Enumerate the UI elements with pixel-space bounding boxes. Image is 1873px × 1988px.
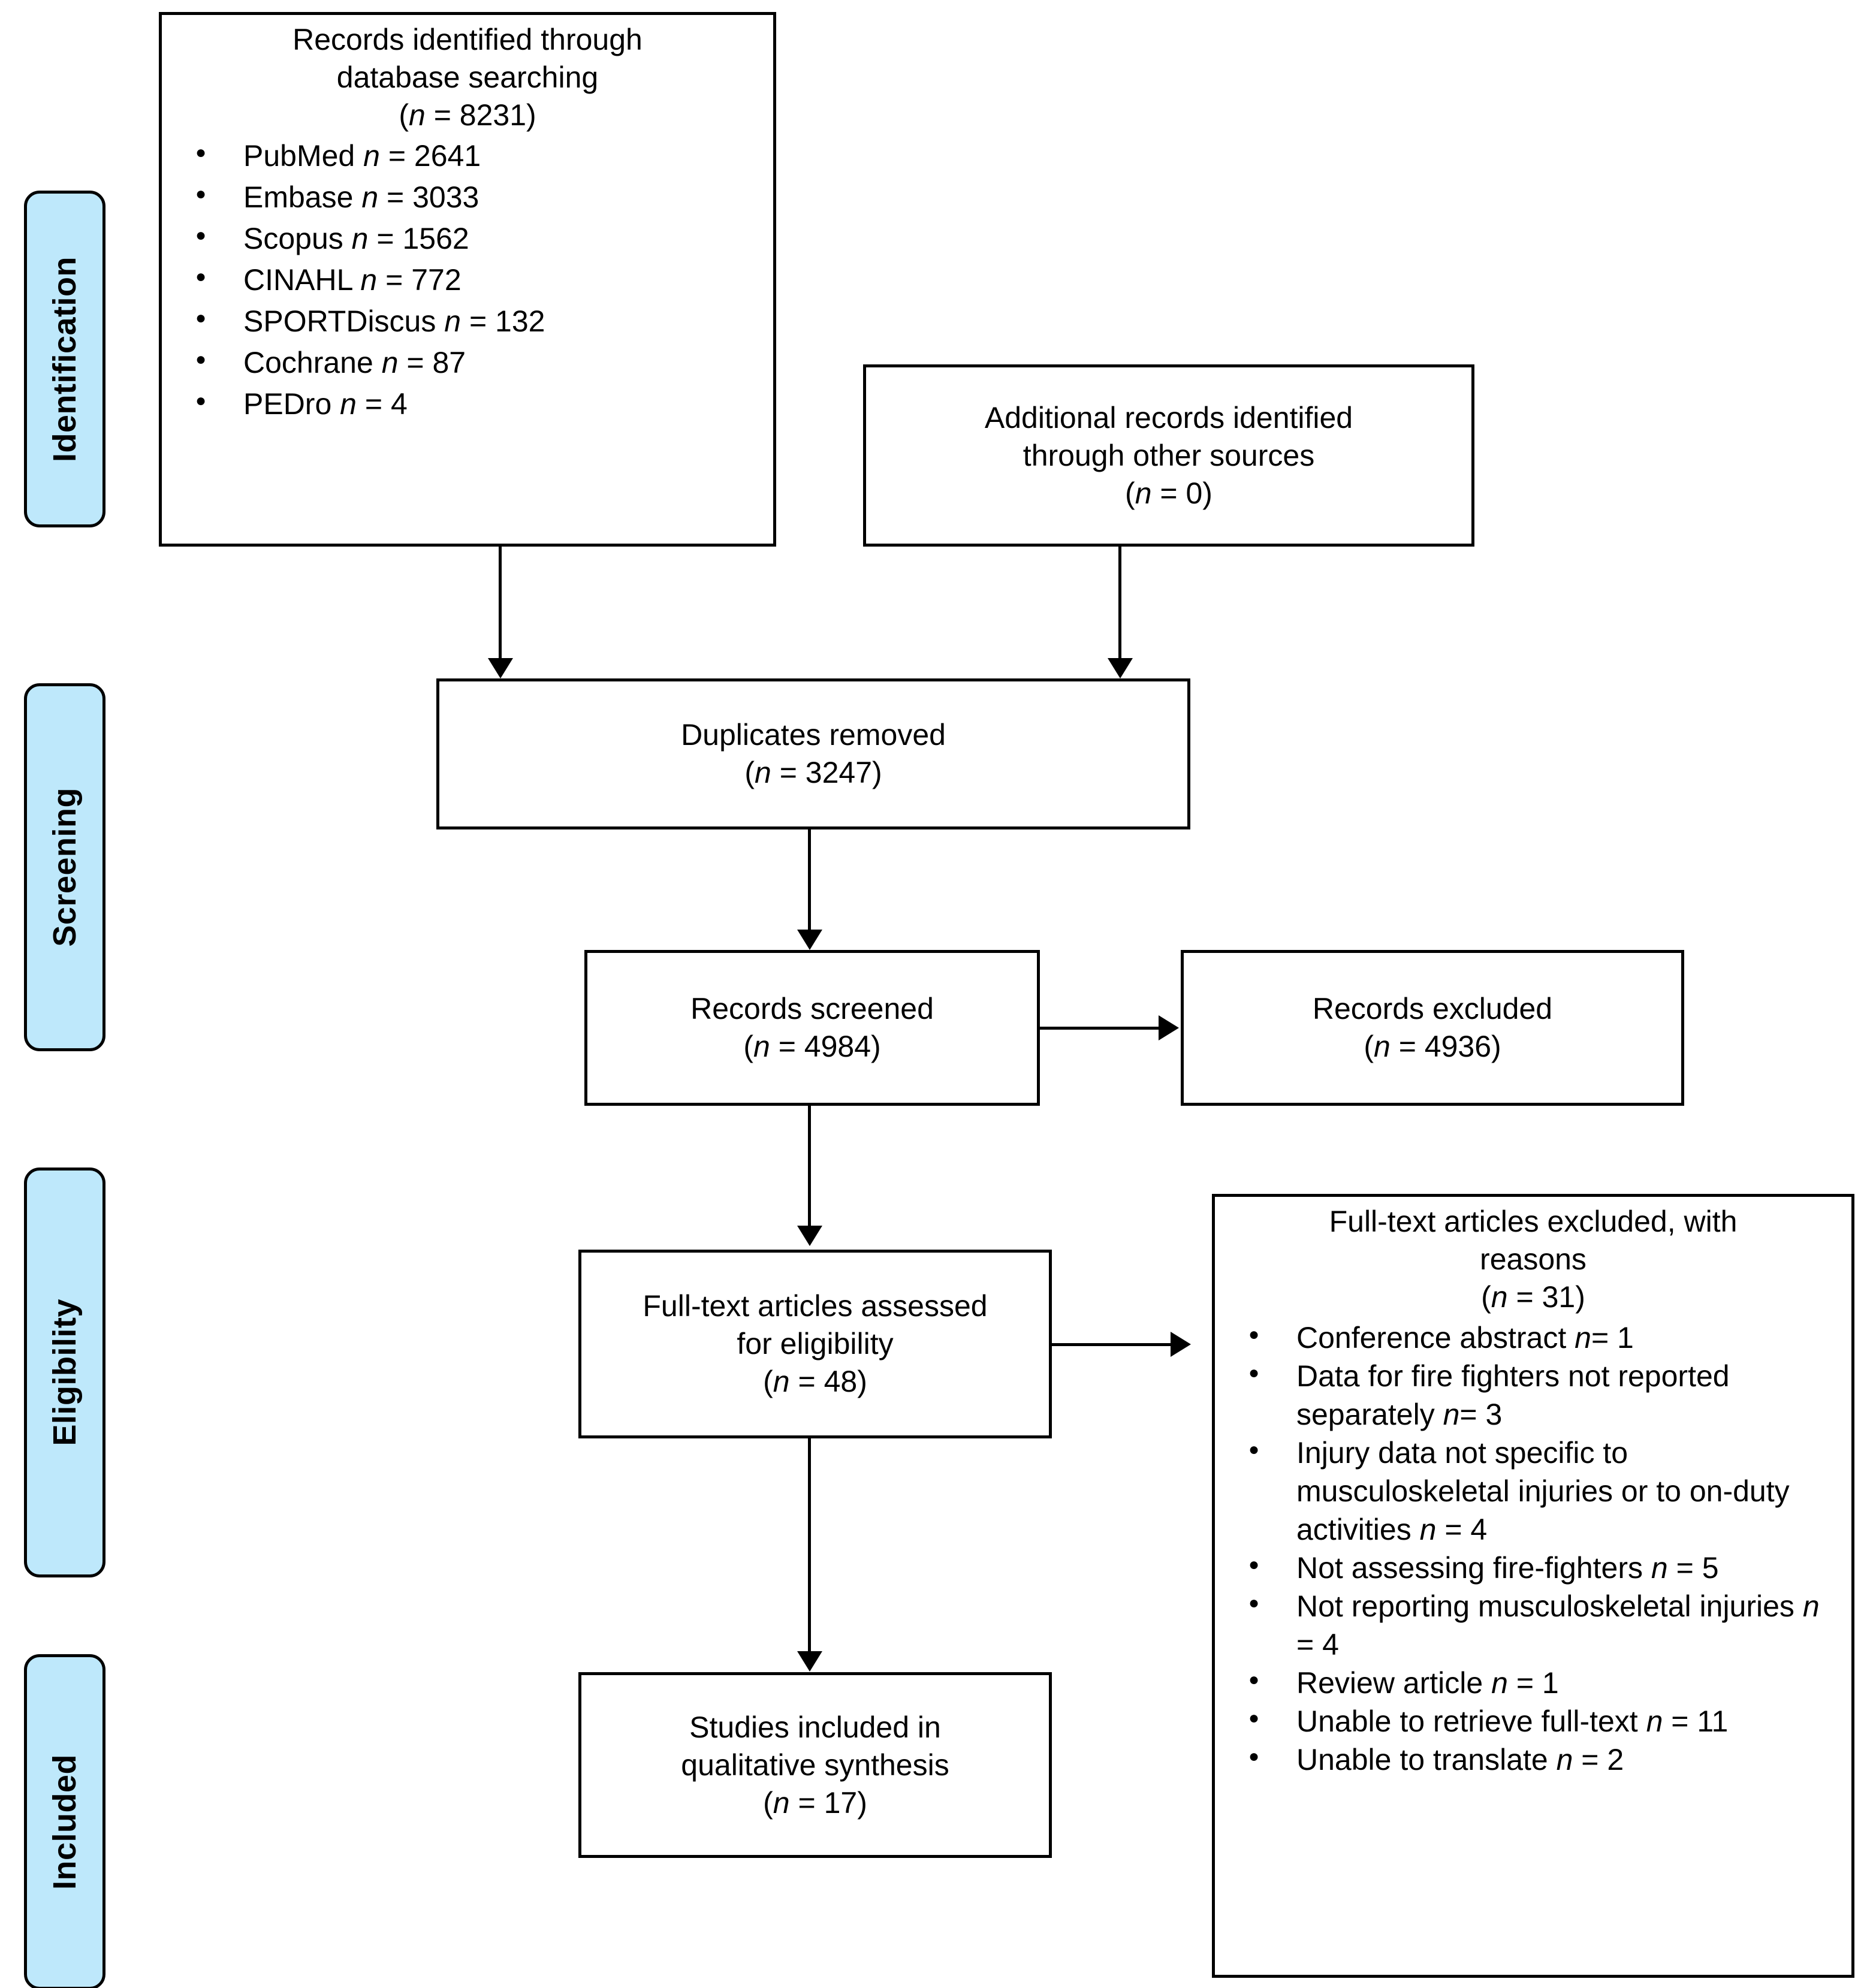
stage-tab-identification-label: Identification [47, 256, 83, 462]
arrowhead-fulltext-to-included [797, 1651, 822, 1672]
arrowhead-screened-to-fulltext [797, 1226, 822, 1246]
connector-screened-to-fulltext [808, 1106, 811, 1226]
stage-tab-identification: Identification [24, 191, 105, 527]
list-item: Cochrane n = 87 [173, 342, 762, 382]
stage-tab-screening: Screening [24, 683, 105, 1051]
stage-tab-included-label: Included [47, 1754, 83, 1890]
list-item: Not assessing fire-fighters n = 5 [1226, 1547, 1841, 1587]
box-records-excluded-title: Records excluded [1312, 992, 1553, 1025]
list-item: CINAHL n = 772 [173, 260, 762, 300]
box-records-excluded-count: (n = 4936) [1364, 1030, 1501, 1063]
stage-tab-eligibility: Eligibility [24, 1168, 105, 1577]
arrowhead-other-to-duplicates [1108, 658, 1133, 678]
box-records-identified-database-count: (n = 8231) [399, 98, 536, 132]
list-item: Embase n = 3033 [173, 177, 762, 217]
stage-tab-included: Included [24, 1654, 105, 1988]
connector-other-to-duplicates [1118, 547, 1121, 670]
connector-screened-to-excluded [1040, 1027, 1160, 1030]
list-item: Data for fire fighters not reported sepa… [1226, 1356, 1841, 1434]
database-source-list: PubMed n = 2641 Embase n = 3033 Scopus n… [173, 135, 762, 426]
arrowhead-duplicates-to-screened [797, 930, 822, 950]
arrowhead-fulltext-to-excluded [1171, 1332, 1191, 1357]
box-studies-included-count: (n = 17) [763, 1785, 867, 1820]
box-records-screened-title: Records screened [690, 992, 934, 1025]
stage-tab-eligibility-label: Eligibility [47, 1299, 83, 1446]
box-additional-records-count: (n = 0) [1125, 476, 1213, 510]
box-duplicates-removed-count: (n = 3247) [744, 756, 882, 789]
list-item: Review article n = 1 [1226, 1663, 1841, 1702]
box-fulltext-excluded-count: (n = 31) [1481, 1280, 1585, 1314]
connector-fulltext-to-excluded [1052, 1343, 1172, 1346]
box-fulltext-assessed-count: (n = 48) [763, 1365, 867, 1398]
box-duplicates-removed: Duplicates removed (n = 3247) [436, 678, 1190, 829]
list-item: PubMed n = 2641 [173, 135, 762, 176]
box-duplicates-removed-title: Duplicates removed [681, 718, 946, 752]
list-item: PEDro n = 4 [173, 384, 762, 424]
list-item: Unable to retrieve full-text n = 11 [1226, 1701, 1841, 1740]
list-item: Unable to translate n = 2 [1226, 1739, 1841, 1779]
list-item: Scopus n = 1562 [173, 218, 762, 258]
list-item: Injury data not specific to musculoskele… [1226, 1432, 1841, 1549]
box-records-excluded: Records excluded (n = 4936) [1181, 950, 1684, 1106]
list-item: Conference abstract n= 1 [1226, 1317, 1841, 1357]
list-item: SPORTDiscus n = 132 [173, 301, 762, 341]
arrowhead-db-to-duplicates [488, 658, 513, 678]
list-item: Not reporting musculoskeletal injuries n… [1226, 1586, 1841, 1664]
arrowhead-screened-to-excluded [1159, 1015, 1179, 1040]
connector-duplicates-to-screened [808, 829, 811, 930]
stage-tab-screening-label: Screening [47, 788, 83, 947]
box-records-screened: Records screened (n = 4984) [584, 950, 1040, 1106]
connector-db-to-duplicates [499, 547, 502, 670]
box-records-screened-count: (n = 4984) [743, 1030, 881, 1063]
connector-fulltext-to-included [808, 1438, 811, 1651]
exclusion-reason-list: Conference abstract n= 1 Data for fire f… [1226, 1317, 1841, 1779]
